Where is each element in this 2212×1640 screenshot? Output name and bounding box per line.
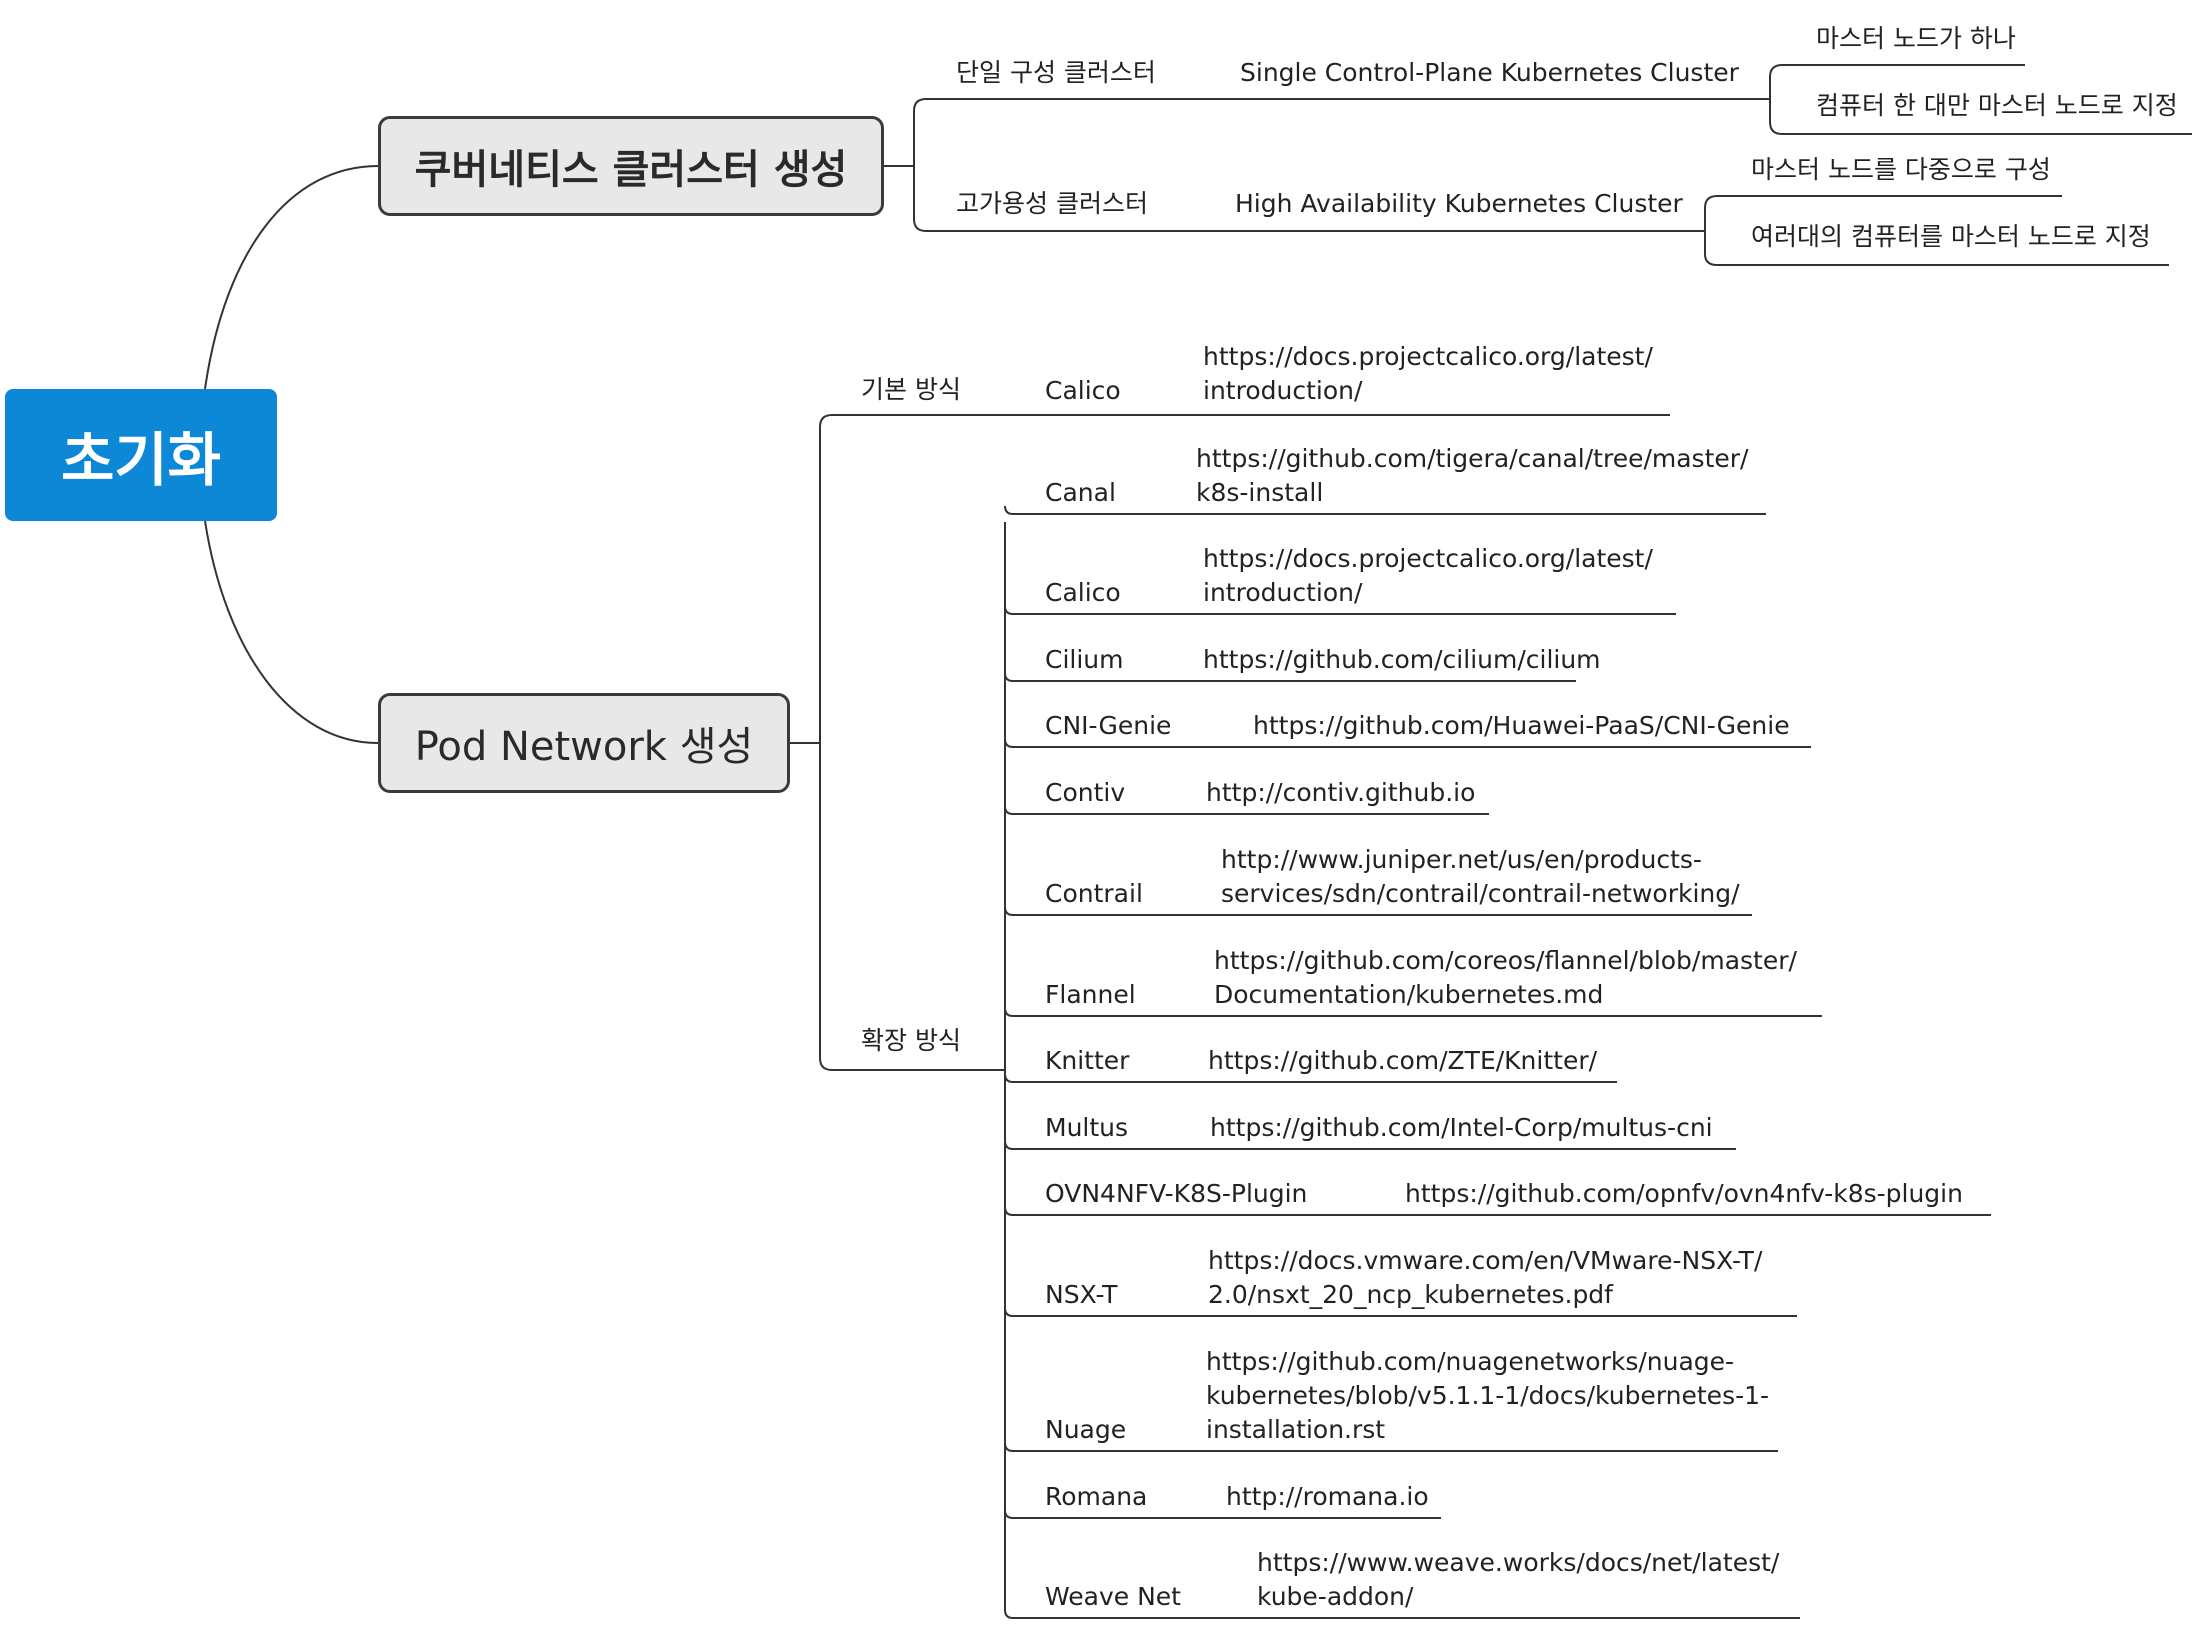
- plugin-url-line[interactable]: introduction/: [1203, 578, 1363, 607]
- plugin-url-line[interactable]: Documentation/kubernetes.md: [1214, 980, 1604, 1009]
- plugin-name[interactable]: CNI-Genie: [1045, 711, 1172, 740]
- plugin-url-line[interactable]: https://github.com/ZTE/Knitter/: [1208, 1046, 1598, 1075]
- single-underline: [913, 98, 1228, 112]
- basic-plugin-url-line-1[interactable]: https://docs.projectcalico.org/latest/: [1203, 342, 1653, 371]
- plugin-underline: [1004, 505, 1766, 515]
- plugin-name[interactable]: Canal: [1045, 478, 1116, 507]
- plugin-url-line[interactable]: http://romana.io: [1226, 1482, 1429, 1511]
- ha-cluster-label[interactable]: 고가용성 클러스터: [956, 189, 1148, 218]
- root-node[interactable]: 초기화: [5, 389, 277, 521]
- plugin-url-line[interactable]: https://github.com/Intel-Corp/multus-cni: [1210, 1113, 1713, 1142]
- basic-method-label[interactable]: 기본 방식: [861, 375, 961, 404]
- ext-underline: [819, 1057, 1005, 1071]
- plugin-url-line[interactable]: installation.rst: [1206, 1415, 1386, 1444]
- single-note-1-underline: [1769, 64, 2025, 78]
- basic-plugin-url-line-2[interactable]: introduction/: [1203, 376, 1363, 405]
- plugin-name[interactable]: OVN4NFV-K8S-Plugin: [1045, 1179, 1308, 1208]
- plugin-name[interactable]: NSX-T: [1045, 1280, 1118, 1309]
- plugin-url-line[interactable]: https://github.com/opnfv/ovn4nfv-k8s-plu…: [1405, 1179, 1963, 1208]
- plugin-url-line[interactable]: http://www.juniper.net/us/en/products-: [1221, 845, 1702, 874]
- ha-note-1[interactable]: 마스터 노드를 다중으로 구성: [1751, 155, 2051, 184]
- basic-underline: [819, 414, 1670, 428]
- plugin-underline: [1004, 1609, 1800, 1619]
- plugin-url-line[interactable]: k8s-install: [1196, 478, 1324, 507]
- pod-network-node[interactable]: Pod Network 생성: [378, 693, 790, 793]
- plugin-url-line[interactable]: https://www.weave.works/docs/net/latest/: [1257, 1548, 1780, 1577]
- single-note-2[interactable]: 컴퓨터 한 대만 마스터 노드로 지정: [1816, 91, 2178, 120]
- plugin-name[interactable]: Flannel: [1045, 980, 1136, 1009]
- ha-note-2-underline: [1704, 253, 2169, 266]
- ha-note-2[interactable]: 여러대의 컴퓨터를 마스터 노드로 지정: [1751, 222, 2151, 251]
- plugin-name[interactable]: Contiv: [1045, 778, 1126, 807]
- plugin-url-line[interactable]: https://github.com/cilium/cilium: [1203, 645, 1601, 674]
- plugin-url-line[interactable]: kube-addon/: [1257, 1582, 1414, 1611]
- plugin-name[interactable]: Cilium: [1045, 645, 1124, 674]
- ha-underline: [913, 218, 1166, 232]
- plugin-url-line[interactable]: https://github.com/coreos/flannel/blob/m…: [1214, 946, 1797, 975]
- plugin-name[interactable]: Nuage: [1045, 1415, 1127, 1444]
- plugin-name[interactable]: Romana: [1045, 1482, 1148, 1511]
- plugin-name[interactable]: Weave Net: [1045, 1582, 1181, 1611]
- plugin-url-line[interactable]: http://contiv.github.io: [1206, 778, 1476, 807]
- basic-plugin-name[interactable]: Calico: [1045, 376, 1121, 405]
- plugin-name[interactable]: Calico: [1045, 578, 1121, 607]
- plugin-url-line[interactable]: 2.0/nsxt_20_ncp_kubernetes.pdf: [1208, 1280, 1613, 1309]
- root-to-cluster-edge: [204, 165, 379, 390]
- single-cluster-name[interactable]: Single Control-Plane Kubernetes Cluster: [1240, 58, 1739, 87]
- plugin-name[interactable]: Knitter: [1045, 1046, 1130, 1075]
- plugin-url-line[interactable]: https://docs.projectcalico.org/latest/: [1203, 544, 1653, 573]
- cluster-node[interactable]: 쿠버네티스 클러스터 생성: [378, 116, 884, 216]
- plugin-url-line[interactable]: https://github.com/tigera/canal/tree/mas…: [1196, 444, 1749, 473]
- plugin-url-line[interactable]: https://github.com/nuagenetworks/nuage-: [1206, 1347, 1735, 1376]
- ha-cluster-name[interactable]: High Availability Kubernetes Cluster: [1235, 189, 1683, 218]
- single-cluster-label[interactable]: 단일 구성 클러스터: [956, 58, 1156, 87]
- root-to-pod-edge: [204, 520, 379, 744]
- plugin-name[interactable]: Contrail: [1045, 879, 1143, 908]
- ha-note-1-underline: [1704, 195, 2062, 209]
- single-note-1[interactable]: 마스터 노드가 하나: [1816, 24, 2016, 53]
- plugin-name[interactable]: Multus: [1045, 1113, 1129, 1142]
- plugin-url-line[interactable]: kubernetes/blob/v5.1.1-1/docs/kubernetes…: [1206, 1381, 1770, 1410]
- plugin-url-line[interactable]: https://github.com/Huawei-PaaS/CNI-Genie: [1253, 711, 1790, 740]
- single-note-2-underline: [1769, 121, 2192, 135]
- plugin-url-line[interactable]: services/sdn/contrail/contrail-networkin…: [1221, 879, 1740, 908]
- plugin-url-line[interactable]: https://docs.vmware.com/en/VMware-NSX-T/: [1208, 1246, 1763, 1275]
- ext-method-label[interactable]: 확장 방식: [861, 1026, 961, 1055]
